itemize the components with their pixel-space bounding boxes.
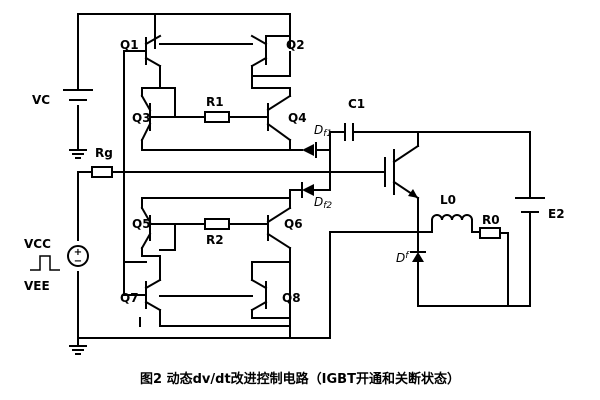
label-rg: Rg (95, 146, 113, 160)
wire-q7-q8 (123, 261, 291, 339)
svg-text:Df1: Df1 (314, 123, 332, 139)
label-vcc: VCC (24, 237, 51, 251)
label-q3: Q3 (132, 111, 151, 125)
label-q4: Q4 (288, 111, 307, 125)
transistor-q4 (266, 94, 292, 142)
label-vee: VEE (24, 279, 50, 293)
capacitor-c1 (344, 123, 419, 141)
igbt (384, 131, 531, 233)
ground-symbol-bottom (69, 337, 87, 355)
figure-caption: 图2 动态dv/dt改进控制电路（IGBT开通和关断状态） (140, 371, 460, 387)
label-l0: L0 (440, 193, 456, 207)
transistor-q2 (250, 34, 268, 68)
transistor-q1 (144, 29, 162, 68)
diode-df1 (302, 131, 346, 158)
battery-e2 (515, 197, 545, 307)
wire-bottom-rail (77, 231, 419, 339)
label-df-sub: f (405, 251, 410, 261)
label-q7: Q7 (120, 291, 139, 305)
label-df-main: D (396, 251, 405, 265)
label-q2: Q2 (286, 38, 305, 52)
label-df1-main: D (314, 123, 323, 137)
label-q8: Q8 (282, 291, 301, 305)
label-e2: E2 (548, 207, 565, 221)
label-q1: Q1 (120, 38, 139, 52)
resistor-r1 (204, 111, 230, 123)
svg-text:−: − (74, 256, 82, 267)
ground-symbol-vc (69, 149, 87, 159)
wire-top-rail (77, 13, 291, 151)
label-vc: VC (32, 93, 50, 107)
transistor-q7 (144, 278, 162, 312)
pulse-waveform-icon (30, 255, 60, 271)
svg-text:Df2: Df2 (314, 195, 332, 211)
wire-gate (77, 149, 386, 339)
label-df2-sub: f2 (323, 201, 332, 211)
wire-q3-q4 (141, 87, 303, 151)
label-q6: Q6 (284, 217, 303, 231)
label-q5: Q5 (132, 217, 151, 231)
transistor-q8 (250, 278, 268, 312)
label-df2-main: D (314, 195, 323, 209)
diode-df2 (289, 171, 331, 198)
resistor-r2 (204, 218, 230, 230)
signal-source: + − (67, 245, 89, 267)
wire-q5-q6 (141, 189, 291, 271)
transistor-q5 (140, 206, 152, 250)
diode-df (410, 231, 531, 307)
svg-text:Df: Df (396, 251, 410, 265)
label-r2: R2 (206, 233, 224, 247)
label-df: Df (396, 251, 410, 265)
wire-upper-pair (123, 13, 291, 263)
label-df1-sub: f1 (323, 129, 332, 139)
svg-text:+: + (74, 247, 82, 258)
label-df1: Df1 (314, 123, 332, 139)
vc-battery (63, 89, 93, 101)
label-r1: R1 (206, 95, 224, 109)
label-df2: Df2 (314, 195, 332, 211)
resistor-r0 (479, 227, 501, 239)
inductor-l0 (417, 214, 481, 233)
label-r0: R0 (482, 213, 500, 227)
label-c1: C1 (348, 97, 365, 111)
wire-load (499, 232, 509, 307)
resistor-rg (91, 166, 113, 178)
transistor-q6 (266, 206, 292, 250)
